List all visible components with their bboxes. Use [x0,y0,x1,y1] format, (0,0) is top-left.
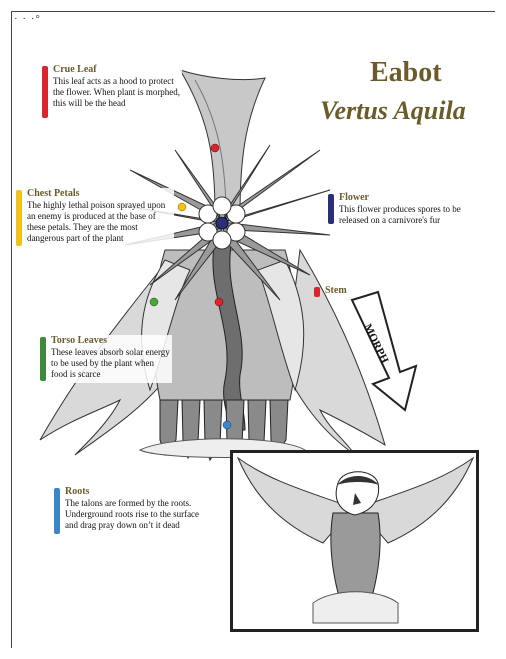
color-bar-torso-leaves [40,337,46,381]
label-crue-leaf: Crue Leaf This leaf acts as a hood to pr… [42,64,182,122]
color-bar-chest-petals [16,190,22,246]
label-heading-flower: Flower [339,192,484,204]
label-torso-leaves: Torso Leaves These leaves absorb solar e… [40,335,172,383]
label-text-roots: The talons are formed by the roots. Unde… [65,498,214,531]
label-text-crue-leaf: This leaf acts as a hood to protect the … [53,76,182,109]
label-heading-roots: Roots [65,486,214,498]
marker-roots [223,421,231,429]
label-heading-torso-leaves: Torso Leaves [51,335,172,347]
color-bar-flower [328,194,334,224]
color-bar-stem [314,287,320,297]
label-heading-chest-petals: Chest Petals [27,188,174,200]
flower [199,197,245,249]
color-bar-crue-leaf [42,66,48,118]
label-flower: Flower This flower produces spores to be… [328,192,484,226]
label-chest-petals: Chest Petals The highly lethal poison sp… [16,188,174,248]
inset-body [331,513,380,593]
page-title: Eabot [370,57,442,89]
inset-ground [313,592,398,623]
crue-leaf [180,70,265,215]
label-text-chest-petals: The highly lethal poison sprayed upon an… [27,200,174,244]
marker-crue-leaf [211,144,219,152]
label-roots: Roots The talons are formed by the roots… [54,486,214,534]
color-bar-roots [54,488,60,534]
page-subtitle: Vertus Aquila [320,96,466,126]
label-stem: Stem [314,285,364,299]
label-text-flower: This flower produces spores to be releas… [339,204,484,226]
morphed-form-inset [230,450,479,632]
label-heading-crue-leaf: Crue Leaf [53,64,182,76]
label-text-torso-leaves: These leaves absorb solar energy to be u… [51,347,172,380]
label-heading-stem: Stem [325,285,364,297]
morphed-eagle-illustration [233,453,476,629]
marker-chest-petals [178,203,186,211]
marker-stem [215,298,223,306]
marker-torso-leaves [150,298,158,306]
